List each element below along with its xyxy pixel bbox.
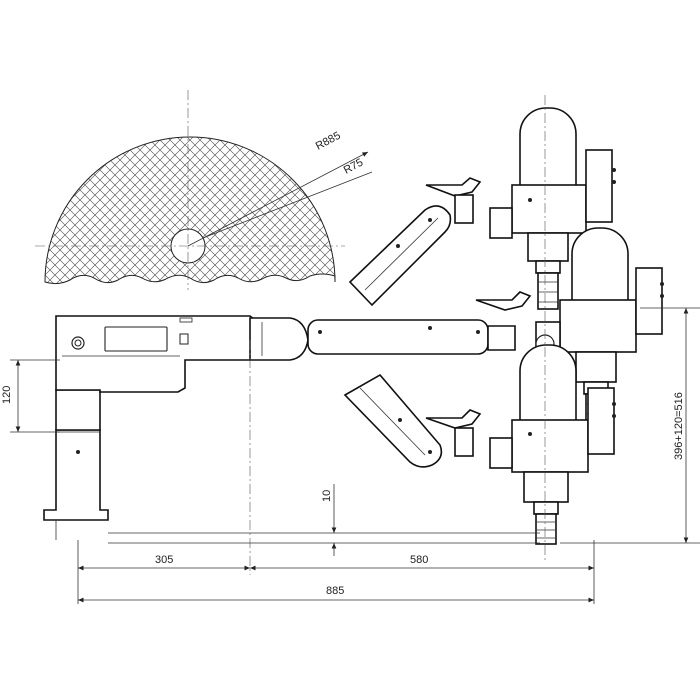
lower-swung-arm (343, 373, 443, 468)
base-column (43, 389, 109, 540)
upper-swung-arm (348, 205, 452, 307)
dimensions: 120 10 396+120=516 305 580 885 (1, 307, 700, 604)
r885-label: R885 (314, 130, 343, 153)
r75-label: R75 (342, 157, 365, 177)
r75-leader (202, 171, 373, 239)
column-bolt (76, 450, 80, 454)
r885-leader (187, 151, 369, 247)
label-plate (104, 326, 168, 352)
upper-tool-head (425, 107, 616, 310)
working-area: R885 R75 (35, 90, 373, 290)
dim-10-label: 10 (321, 490, 333, 502)
dim-305-label: 305 (155, 554, 173, 566)
lower-tool-head (425, 344, 616, 545)
dim-516-label: 396+120=516 (673, 392, 685, 460)
working-area-hatch (44, 136, 336, 285)
dim-120-label: 120 (1, 386, 13, 404)
arm-button (179, 333, 189, 345)
dim-580-label: 580 (410, 554, 428, 566)
inner-arm (55, 315, 309, 393)
dim-885-label: 885 (326, 585, 344, 597)
outer-arm (307, 319, 516, 355)
